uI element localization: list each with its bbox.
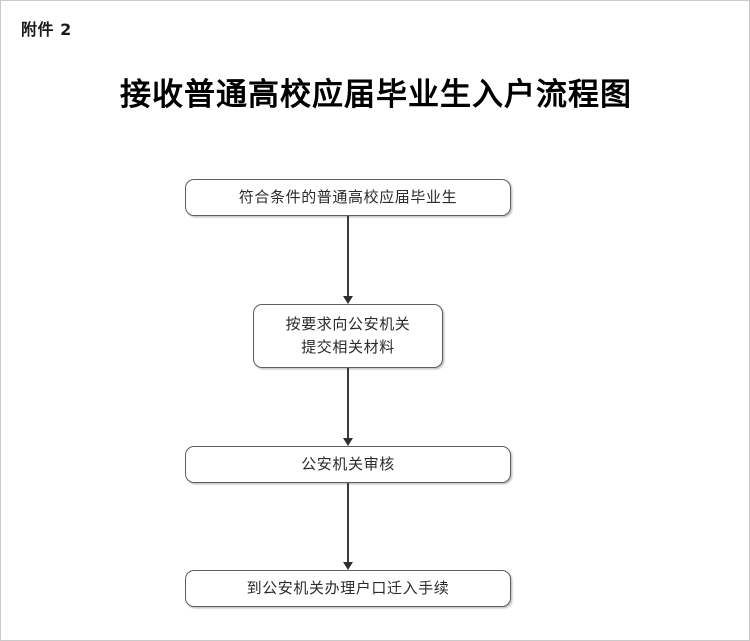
attachment-label: 附件 2 <box>21 20 72 39</box>
flow-node-review-line-1: 公安机关审核 <box>301 454 395 473</box>
flow-node-final: 到公安机关办理户口迁入手续 <box>185 570 511 607</box>
flow-node-review: 公安机关审核 <box>185 446 511 483</box>
flow-node-start: 符合条件的普通高校应届毕业生 <box>185 179 511 216</box>
arrow-stem <box>347 483 349 563</box>
arrow-stem <box>347 368 349 439</box>
arrow-stem <box>347 216 349 297</box>
flow-node-final-line-1: 到公安机关办理户口迁入手续 <box>246 578 450 597</box>
flow-node-start-line-1: 符合条件的普通高校应届毕业生 <box>238 187 458 206</box>
flow-node-submit: 按要求向公安机关 提交相关材料 <box>253 304 443 368</box>
page-title: 接收普通高校应届毕业生入户流程图 <box>120 77 632 113</box>
flow-node-submit-line-1: 按要求向公安机关 <box>285 314 411 333</box>
flow-edge-review-to-final <box>341 483 355 570</box>
arrow-head-down-icon <box>343 296 353 304</box>
flow-edge-start-to-submit <box>341 216 355 304</box>
flow-edge-submit-to-review <box>341 368 355 446</box>
flow-node-submit-line-2: 提交相关材料 <box>301 338 395 356</box>
arrow-head-down-icon <box>343 562 353 570</box>
arrow-head-down-icon <box>343 438 353 446</box>
